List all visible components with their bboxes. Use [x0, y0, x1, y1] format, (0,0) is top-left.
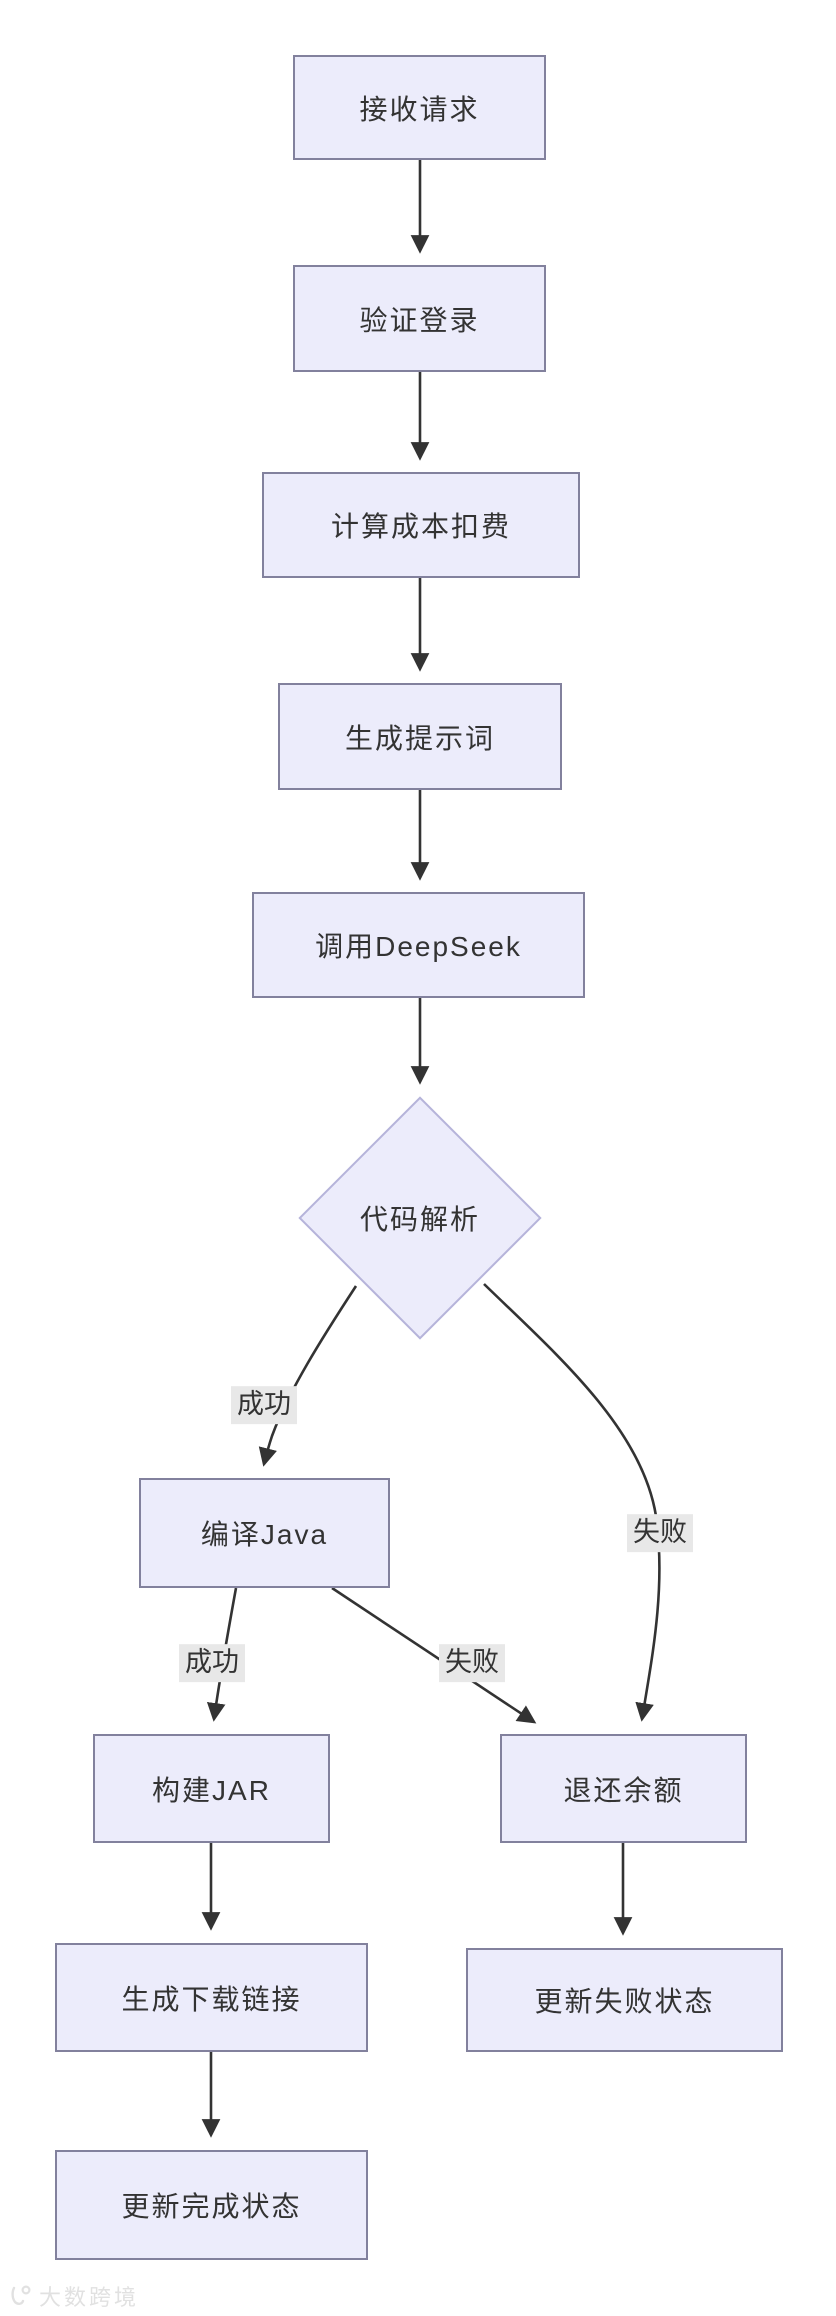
node-update-done-status: 更新完成状态	[55, 2150, 368, 2260]
node-calculate-cost: 计算成本扣费	[262, 472, 580, 578]
edge-label-compile-fail: 失败	[439, 1644, 505, 1682]
node-code-parse-label: 代码解析	[359, 1204, 481, 1235]
node-call-deepseek: 调用DeepSeek	[252, 892, 585, 998]
edge-compile-to-refund	[331, 1586, 537, 1724]
edge-parse-to-refund	[483, 1283, 661, 1722]
edge-parse-to-compile	[258, 1285, 358, 1467]
node-receive-request: 接收请求	[293, 55, 546, 160]
node-refund-balance: 退还余额	[500, 1734, 747, 1843]
node-verify-login: 验证登录	[293, 265, 546, 372]
edge-label-compile-success: 成功	[179, 1644, 245, 1682]
watermark: 大数跨境	[8, 2280, 139, 2312]
edge-label-parse-success: 成功	[231, 1386, 297, 1424]
node-generate-download-link: 生成下载链接	[55, 1943, 368, 2052]
watermark-logo-icon	[8, 2283, 34, 2309]
edge-label-parse-fail: 失败	[627, 1514, 693, 1552]
watermark-text: 大数跨境	[39, 2285, 140, 2310]
node-compile-java: 编译Java	[139, 1478, 390, 1588]
node-build-jar: 构建JAR	[93, 1734, 330, 1843]
node-generate-prompt: 生成提示词	[278, 683, 562, 790]
node-update-fail-status: 更新失败状态	[466, 1948, 783, 2052]
